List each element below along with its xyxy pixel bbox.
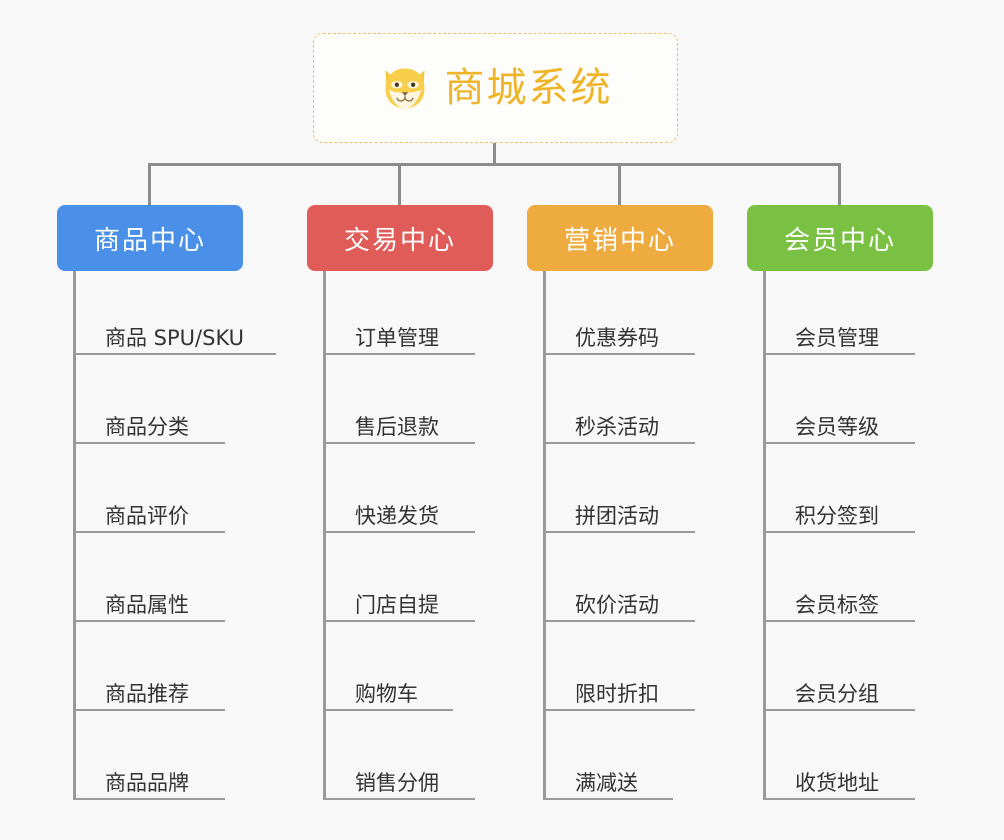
leaf-item-label: 销售分佣 — [355, 770, 439, 795]
root-title: 商城系统 — [444, 65, 613, 111]
branch-label: 会员中心 — [783, 225, 896, 256]
leaf-item-label: 收货地址 — [795, 770, 879, 795]
leaf-item-label: 积分签到 — [795, 503, 879, 528]
leaf-item[interactable]: 限时折扣 — [543, 667, 695, 711]
connector-root-stem — [493, 143, 496, 165]
leaf-item[interactable]: 商品属性 — [73, 578, 225, 622]
leaf-item[interactable]: 拼团活动 — [543, 489, 695, 533]
leaf-item[interactable]: 收货地址 — [763, 756, 915, 800]
leaf-item[interactable]: 销售分佣 — [323, 756, 475, 800]
branch-label: 交易中心 — [343, 225, 456, 256]
leaf-item-label: 商品品牌 — [105, 770, 189, 795]
branch-header-会员中心[interactable]: 会员中心 — [747, 205, 933, 271]
branch-trunk-2 — [323, 271, 326, 800]
leaf-item-label: 快递发货 — [355, 503, 439, 528]
leaf-item[interactable]: 会员标签 — [763, 578, 915, 622]
branch-trunk-1 — [73, 271, 76, 800]
leaf-item-label: 会员标签 — [795, 592, 879, 617]
leaf-item[interactable]: 会员分组 — [763, 667, 915, 711]
leaf-item-label: 优惠券码 — [575, 325, 659, 350]
leaf-item-label: 商品属性 — [105, 592, 189, 617]
connector-horizontal-bus — [148, 163, 840, 166]
leaf-item-label: 商品评价 — [105, 503, 189, 528]
leaf-item[interactable]: 砍价活动 — [543, 578, 695, 622]
connector-drop-3 — [618, 163, 621, 205]
leaf-item[interactable]: 门店自提 — [323, 578, 475, 622]
leaf-item-label: 商品分类 — [105, 414, 189, 439]
leaf-item[interactable]: 商品分类 — [73, 400, 225, 444]
leaf-item-label: 砍价活动 — [575, 592, 659, 617]
leaf-item[interactable]: 快递发货 — [323, 489, 475, 533]
leaf-item[interactable]: 售后退款 — [323, 400, 475, 444]
root-node[interactable]: 商城系统 — [313, 33, 678, 143]
leaf-item[interactable]: 购物车 — [323, 667, 453, 711]
leaf-item-label: 秒杀活动 — [575, 414, 659, 439]
leaf-item-label: 售后退款 — [355, 414, 439, 439]
leaf-item-label: 限时折扣 — [575, 681, 659, 706]
leaf-item[interactable]: 商品品牌 — [73, 756, 225, 800]
branch-header-营销中心[interactable]: 营销中心 — [527, 205, 713, 271]
leaf-item[interactable]: 订单管理 — [323, 311, 475, 355]
branch-label: 营销中心 — [563, 225, 676, 256]
leaf-item[interactable]: 商品评价 — [73, 489, 225, 533]
branch-trunk-4 — [763, 271, 766, 800]
leaf-item-label: 商品 SPU/SKU — [105, 325, 245, 350]
leaf-item-label: 满减送 — [575, 770, 638, 795]
connector-drop-4 — [838, 163, 841, 205]
leaf-item[interactable]: 秒杀活动 — [543, 400, 695, 444]
leaf-item[interactable]: 会员管理 — [763, 311, 915, 355]
leaf-item-label: 会员分组 — [795, 681, 879, 706]
leaf-item[interactable]: 会员等级 — [763, 400, 915, 444]
connector-drop-1 — [148, 163, 151, 205]
leaf-item-label: 门店自提 — [355, 592, 439, 617]
leaf-item[interactable]: 商品 SPU/SKU — [73, 311, 276, 355]
leaf-item[interactable]: 积分签到 — [763, 489, 915, 533]
branch-label: 商品中心 — [93, 225, 206, 256]
leaf-item[interactable]: 商品推荐 — [73, 667, 225, 711]
connector-drop-2 — [398, 163, 401, 205]
leaf-item-label: 会员管理 — [795, 325, 879, 350]
shiba-dog-face-icon — [385, 68, 424, 109]
leaf-item-label: 订单管理 — [355, 325, 439, 350]
leaf-item-label: 商品推荐 — [105, 681, 189, 706]
leaf-item-label: 拼团活动 — [575, 503, 659, 528]
leaf-item-label: 购物车 — [355, 681, 418, 706]
leaf-item-label: 会员等级 — [795, 414, 879, 439]
branch-header-交易中心[interactable]: 交易中心 — [307, 205, 493, 271]
branch-trunk-3 — [543, 271, 546, 800]
leaf-item[interactable]: 满减送 — [543, 756, 673, 800]
leaf-item[interactable]: 优惠券码 — [543, 311, 695, 355]
branch-header-商品中心[interactable]: 商品中心 — [57, 205, 243, 271]
